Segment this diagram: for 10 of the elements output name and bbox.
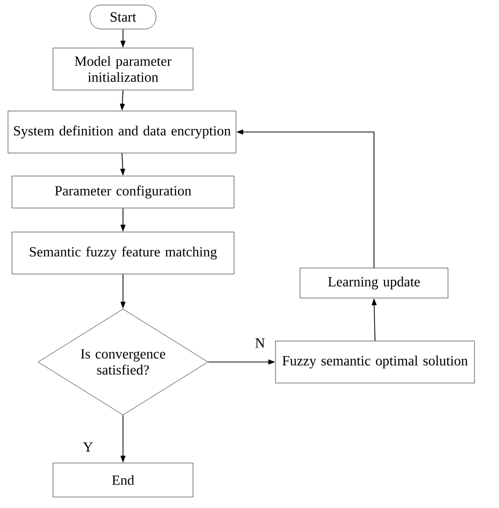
process-box: Learning update [300, 268, 448, 298]
terminal-box: Start [90, 4, 156, 30]
process-box: Semantic fuzzy feature matching [12, 232, 234, 274]
process-box: End [52, 462, 194, 498]
process-box: Model parameter initialization [52, 48, 194, 90]
process-box: Fuzzy semantic optimal solution [275, 340, 475, 384]
process-box: System definition and data encryption [8, 110, 236, 154]
process-box: Parameter configuration [12, 176, 234, 208]
edge-label: N [254, 337, 266, 349]
edge-label: Y [82, 441, 94, 453]
